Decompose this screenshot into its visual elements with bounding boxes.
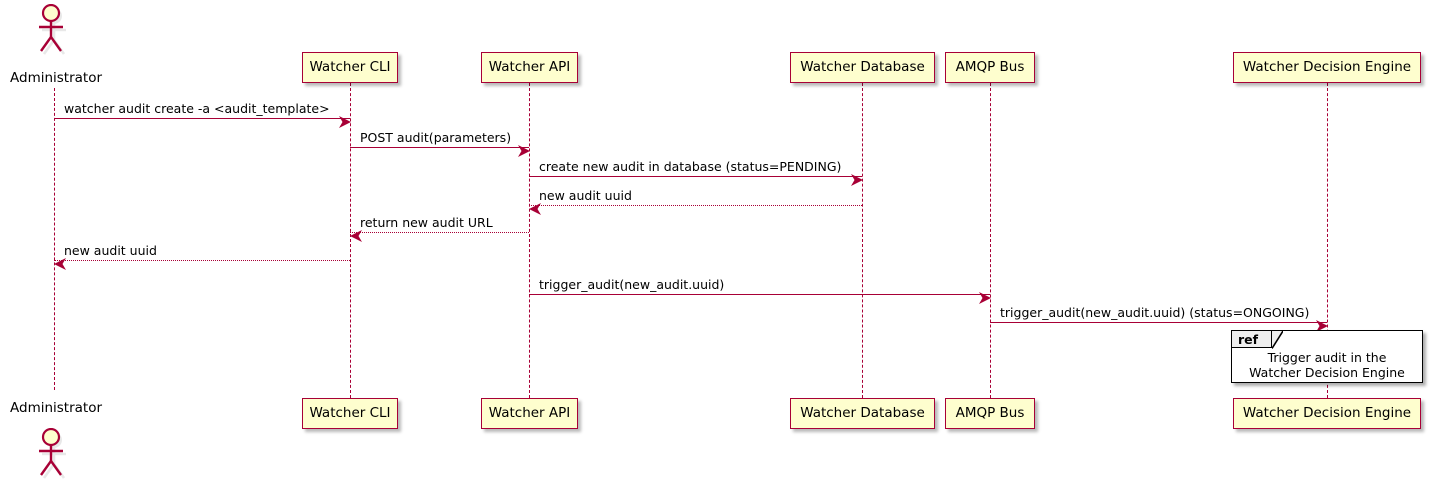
message-line-m4 [529,205,862,206]
arrowhead-m2 [518,142,530,157]
participant-box-db-bottom[interactable]: Watcher Database [790,398,935,429]
ref-fragment-keyword: ref [1232,331,1272,348]
participant-box-engine-top[interactable]: Watcher Decision Engine [1233,52,1421,83]
arrowhead-m5 [350,227,362,242]
arrowhead-m4 [529,200,541,215]
participant-box-api-top[interactable]: Watcher API [481,52,578,83]
lifeline-amqp [990,83,991,398]
participant-box-db-top[interactable]: Watcher Database [790,52,935,83]
arrowhead-m8 [1316,317,1328,332]
ref-fragment-tab-notch [1271,330,1284,349]
participant-box-amqp-bottom[interactable]: AMQP Bus [945,398,1035,429]
message-label-m6: new audit uuid [64,243,157,258]
lifeline-engine [1327,83,1328,398]
actor-figure-bottom [33,427,75,480]
message-line-m3 [529,176,862,177]
message-label-m5: return new audit URL [360,215,493,230]
message-label-m4: new audit uuid [539,188,632,203]
message-line-m1 [54,118,350,119]
arrowhead-m7 [979,289,991,304]
message-line-m5 [350,232,529,233]
message-label-m3: create new audit in database (status=PEN… [539,159,842,174]
message-line-m7 [529,294,990,295]
participant-box-engine-bottom[interactable]: Watcher Decision Engine [1233,398,1421,429]
arrowhead-m6 [54,255,66,270]
participant-box-cli-bottom[interactable]: Watcher CLI [302,398,398,429]
arrowhead-m3 [851,171,863,186]
message-label-m2: POST audit(parameters) [360,130,512,145]
actor-figure-top [33,3,75,56]
arrowhead-m1 [339,113,351,128]
lifeline-api [529,83,530,398]
message-line-m2 [350,147,529,148]
lifeline-db [862,83,863,398]
message-line-m8 [990,322,1327,323]
message-label-m7: trigger_audit(new_audit.uuid) [539,277,725,292]
message-line-m6 [54,260,350,261]
actor-label-admin-top: Administrator [10,70,103,86]
ref-fragment-line: Trigger audit in the [1267,350,1387,365]
participant-box-api-bottom[interactable]: Watcher API [481,398,578,429]
message-label-m8: trigger_audit(new_audit.uuid) (status=ON… [1000,305,1310,320]
lifeline-cli [350,83,351,398]
participant-box-cli-top[interactable]: Watcher CLI [302,52,398,83]
actor-label-admin-bottom: Administrator [10,400,103,416]
participant-box-amqp-top[interactable]: AMQP Bus [945,52,1035,83]
lifeline-admin [54,88,55,390]
ref-fragment-line: Watcher Decision Engine [1249,365,1405,380]
message-label-m1: watcher audit create -a <audit_template> [64,101,330,116]
